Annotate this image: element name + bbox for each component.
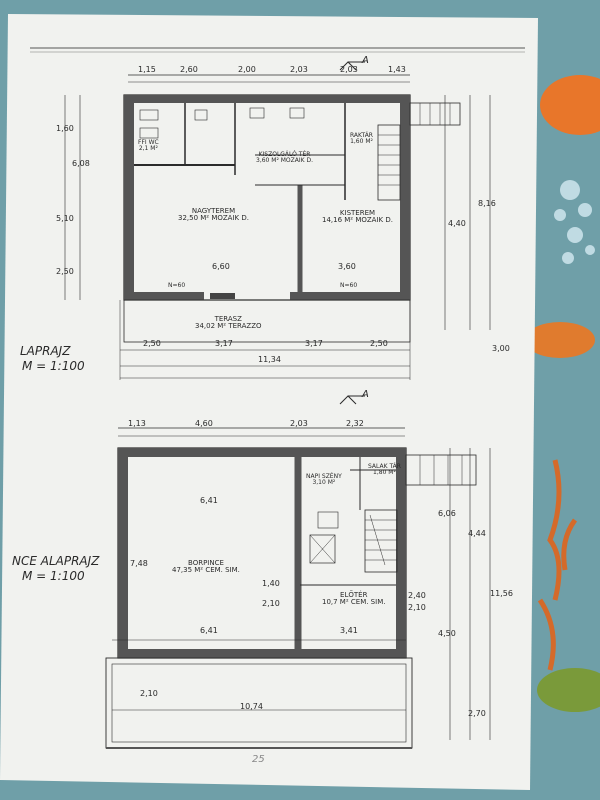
gf-side-dim: 2,50 (56, 267, 74, 276)
room-area: 3,60 M² MOZAIK D. (256, 157, 314, 164)
room-terasz: TERASZ 34,02 M² TERAZZO (195, 316, 262, 330)
room-name: RAKTÁR (350, 132, 373, 139)
bs-door-dim: 2,10 (408, 603, 426, 612)
bs-top-dim: 1,13 (128, 419, 146, 428)
bs-side-dim: 11,56 (490, 589, 513, 598)
bs-side-dim: 2,70 (468, 709, 486, 718)
gf-top-dim: 1,43 (388, 65, 406, 74)
gf-side-dim: 8,16 (478, 199, 496, 208)
room-ffi-wc: FFI WC 2,1 M² (138, 140, 159, 152)
room-napiszeny: NAPI SZÉNY 3,10 M² (306, 474, 342, 486)
room-area: 14,16 M² MOZAIK D. (322, 216, 393, 224)
room-raktar: RAKTÁR 1,60 M² (350, 133, 373, 145)
gf-window-dim: N=60 (340, 282, 358, 289)
room-kisterem: KISTEREM 14,16 M² MOZAIK D. (322, 210, 393, 224)
gf-total-width: 11,34 (258, 355, 281, 364)
room-area: 2,1 M² (138, 145, 158, 152)
bs-side-dim: 4,44 (468, 529, 486, 538)
gf-side-dim: 6,08 (72, 159, 90, 168)
fish-decoration (525, 75, 600, 712)
gf-top-dim: 2,00 (238, 65, 256, 74)
room-name: KISZOLGÁLÓ TÉR (258, 151, 311, 158)
room-area: 3,10 M² (312, 479, 336, 486)
room-name: KISTEREM (339, 209, 376, 217)
bs-inner-dim: 3,41 (340, 626, 358, 635)
room-salak: SALAK TÁR 1,80 M² (368, 464, 401, 476)
room-nagyterem: NAGYTEREM 32,50 M² MOZAIK D. (178, 208, 249, 222)
coral-decoration (537, 459, 578, 671)
room-area: 1,60 M² (350, 138, 373, 145)
gf-window-dim: N=60 (168, 282, 186, 289)
room-area: 10,7 M² CEM. SIM. (322, 598, 386, 606)
bs-door-dim: 1,40 (262, 579, 280, 588)
bs-side-dim: 6,06 (438, 509, 456, 518)
gf-side-dim: 1,60 (56, 124, 74, 133)
gf-bottom-dim: 3,17 (305, 339, 323, 348)
section-marker-top: A (362, 55, 369, 66)
bs-door-dim: 2,10 (262, 599, 280, 608)
bs-door-dim: 2,40 (408, 591, 426, 600)
bs-side-dim: 7,48 (130, 559, 148, 568)
gf-bottom-dim: 2,50 (143, 339, 161, 348)
gf-bottom-dim: 3,17 (215, 339, 233, 348)
gf-top-dim: 2,03 (340, 65, 358, 74)
bubble-decoration (554, 180, 595, 264)
bs-inner-dim: 6,41 (200, 496, 218, 505)
section-marker-bottom: A (362, 389, 369, 400)
gf-wall-dim: 6,60 (212, 262, 230, 271)
room-area: 32,50 M² MOZAIK D. (178, 214, 249, 222)
bs-top-dim: 4,60 (195, 419, 213, 428)
bs-top-dim: 2,03 (290, 419, 308, 428)
basement-label: NCE ALAPRAJZ (12, 554, 100, 568)
bs-top-dim: 2,32 (346, 419, 364, 428)
room-name: FFI WC (138, 139, 159, 146)
room-name: SALAK TÁR (368, 463, 401, 470)
room-area: 34,02 M² TERAZZO (195, 322, 262, 330)
room-eloter: ELŐTÉR 10,7 M² CEM. SIM. (322, 592, 385, 606)
room-kiszolgalo: KISZOLGÁLÓ TÉR 3,60 M² MOZAIK D. (256, 152, 313, 164)
gf-top-dim: 2,03 (290, 65, 308, 74)
bs-side-dim: 2,10 (140, 689, 158, 698)
ground-floor-plan (64, 61, 491, 380)
bs-total-width: 10,74 (240, 702, 263, 711)
room-name: TERASZ (214, 315, 242, 323)
room-name: BORPINCE (188, 559, 224, 567)
room-name: NAGYTEREM (191, 207, 236, 215)
gf-side-dim: 4,40 (448, 219, 466, 228)
bs-side-dim: 4,50 (438, 629, 456, 638)
gf-bottom-dim: 2,50 (370, 339, 388, 348)
room-name: NAPI SZÉNY (306, 473, 342, 480)
gf-top-dim: 1,15 (138, 65, 156, 74)
gf-side-dim: 3,00 (492, 344, 510, 353)
ground-floor-scale: M = 1:100 (22, 359, 85, 373)
gf-side-dim: 5,10 (56, 214, 74, 223)
page-number: 25 (252, 754, 265, 765)
bs-inner-dim: 6,41 (200, 626, 218, 635)
gf-wall-dim: 3,60 (338, 262, 356, 271)
room-area: 1,80 M² (373, 469, 396, 476)
ground-floor-label: LAPRAJZ (20, 344, 71, 358)
gf-top-dim: 2,60 (180, 65, 198, 74)
basement-plan (105, 395, 491, 749)
basement-scale: M = 1:100 (22, 569, 85, 583)
room-borpince: BORPINCE 47,35 M² CEM. SIM. (172, 560, 240, 574)
room-name: ELŐTÉR (340, 591, 368, 599)
room-area: 47,35 M² CEM. SIM. (172, 566, 240, 574)
